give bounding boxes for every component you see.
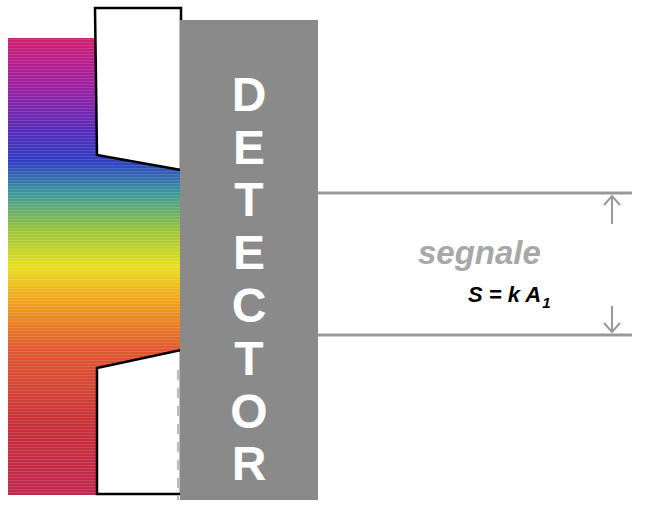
signal-bracket <box>318 193 632 335</box>
signal-label: segnale <box>418 234 541 272</box>
vertical-title: DETECTOR <box>225 69 273 491</box>
detector-block: DETECTOR <box>180 20 318 500</box>
formula-subscript: 1 <box>542 294 550 311</box>
formula: S = k A <box>468 282 541 308</box>
slit <box>95 8 181 500</box>
